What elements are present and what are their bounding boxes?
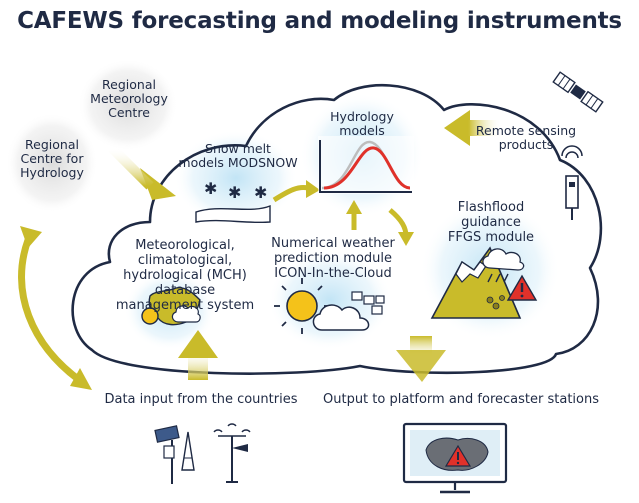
exchange-arrow-head-top — [20, 226, 42, 248]
hydrology-to-flashflood-head — [398, 232, 414, 246]
nwp-to-hydrology-head — [346, 200, 362, 214]
svg-text:✱: ✱ — [204, 179, 217, 198]
hydrograph-icon — [318, 136, 414, 194]
svg-text:✱: ✱ — [228, 183, 241, 202]
regional-centre-hydrology-label: Regional Centre for Hydrology — [20, 137, 84, 180]
exchange-arrow-head-bottom — [70, 368, 92, 390]
hydrology-centre-glow — [6, 113, 98, 213]
regional-meteorology-centre-label: Regional Meteorology Centre — [90, 77, 168, 120]
svg-text:✱: ✱ — [254, 183, 267, 202]
remote-sensing-label: Remote sensing products — [475, 123, 577, 152]
remote-sensing-arrow — [444, 110, 470, 146]
data-input-label: Data input from the countries — [104, 392, 298, 407]
diagram-title: CAFEWS forecasting and modeling instrume… — [17, 8, 622, 34]
warning-icon — [444, 444, 472, 467]
anemometer-icon — [213, 423, 251, 483]
exchange-arrow — [18, 236, 86, 386]
nwp-module-label: Numerical weather prediction module ICON… — [271, 236, 395, 281]
sun-icon — [274, 278, 330, 334]
centre-to-cloud-arrow — [140, 168, 176, 200]
hydrology-models-label: Hydrology models — [330, 109, 394, 138]
sensor-pole-icon — [561, 145, 583, 220]
server-blocks-icon — [351, 291, 385, 315]
snowflake-icon: ✱ ✱ ✱ — [204, 179, 267, 202]
cloud-outline — [71, 83, 603, 375]
cloud-icon — [171, 305, 201, 323]
cloud-icon — [312, 304, 370, 331]
snow-melt-label: Snow melt models MODSNOW — [178, 141, 298, 170]
snowmelt-glow — [174, 130, 298, 226]
snowmelt-to-hydrology-arrow — [272, 185, 309, 203]
output-arrow — [396, 350, 446, 382]
input-arrow — [178, 330, 218, 358]
sun-icon — [141, 307, 159, 325]
flashflood-label: Flashflood guidance FFGS module — [447, 200, 535, 245]
snow-field — [195, 204, 271, 224]
output-label: Output to platform and forecaster statio… — [323, 392, 599, 407]
cloud-icon — [482, 248, 525, 271]
meteorology-centre-glow — [78, 59, 178, 151]
satellite-icon — [552, 71, 604, 113]
rain-lines — [487, 273, 509, 283]
warning-icon — [506, 274, 538, 301]
solar-station-icon — [154, 425, 195, 484]
snowmelt-to-hydrology-head — [306, 180, 320, 198]
remote-sensing-arrow-tail — [468, 120, 502, 136]
mountain-icon — [430, 246, 522, 319]
centre-to-cloud-arrow-tail — [108, 144, 154, 190]
mch-database-label: Meteorological, climatological, hydrolog… — [115, 238, 255, 313]
